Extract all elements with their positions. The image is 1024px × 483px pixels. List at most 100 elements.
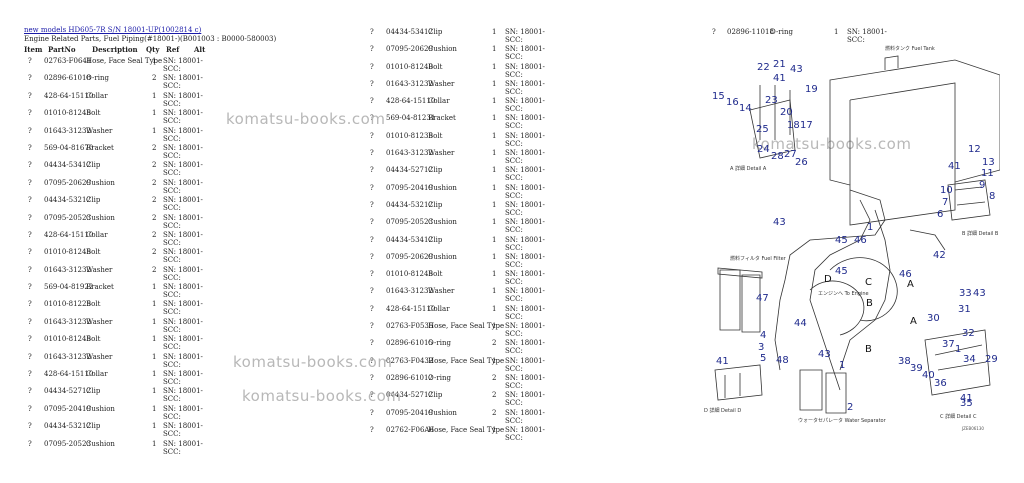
callout-number: 34: [963, 354, 976, 365]
item-cell: ?: [28, 335, 32, 344]
table-header: Item PartNo Description Qty Ref Alt: [24, 45, 354, 54]
callout-number: 38: [898, 356, 911, 367]
qty-cell: 1: [492, 62, 497, 71]
description-cell: Clip: [86, 161, 101, 170]
item-cell: ?: [28, 422, 32, 431]
callout-number: 2: [847, 402, 853, 413]
partno-cell: 04434-53412: [44, 161, 91, 170]
serial-cell: SN: 18001-SCC:: [505, 45, 545, 62]
serial-cell: SN: 18001-SCC:: [505, 79, 545, 96]
partno-cell: 01643-31232: [386, 149, 433, 158]
qty-cell: 1: [152, 352, 157, 361]
partno-cell: 02763-F0535: [386, 322, 434, 331]
serial-cell: SN: 18001-SCC:: [163, 439, 203, 456]
detail-c-fitting: [934, 344, 987, 371]
qty-cell: 1: [492, 322, 497, 331]
callout-number: 4: [760, 330, 766, 341]
item-cell: ?: [28, 178, 32, 187]
col-head-alt: Alt: [194, 45, 206, 54]
serial-cell: SN: 18001-SCC:: [163, 178, 203, 195]
description-cell: Clip: [86, 196, 101, 205]
item-cell: ?: [28, 370, 32, 379]
item-cell: ?: [370, 391, 374, 400]
jp-captions: 燃料タンク Fuel Tank A 詳細 Detail A B 詳細 Detai…: [704, 45, 999, 424]
serial-cell: SN: 18001-SCC:: [505, 373, 545, 390]
qty-cell: 1: [152, 91, 157, 100]
serial-cell: SN: 18001-SCC:: [505, 28, 545, 44]
qty-cell: 1: [152, 317, 157, 326]
qty-cell: 1: [152, 439, 157, 448]
partno-cell: 01643-31232: [386, 79, 433, 88]
callout-number: 42: [933, 250, 946, 261]
item-cell: ?: [370, 373, 374, 382]
fuel-tank-edge: [849, 82, 956, 182]
callout-number: 29: [985, 354, 998, 365]
qty-cell: 1: [492, 28, 497, 36]
serial-cell: SN: 18001-SCC:: [505, 183, 545, 200]
item-cell: ?: [28, 300, 32, 309]
watermark: komatsu-books.com: [226, 110, 386, 128]
description-cell: Collar: [86, 230, 108, 239]
callout-number: 41: [948, 161, 961, 172]
callout-number: 27: [784, 149, 797, 160]
item-cell: ?: [370, 425, 374, 434]
fuel-tank-outline: [829, 59, 1000, 226]
col-head-item: Item: [24, 45, 43, 54]
caption-detail-b: B 詳細 Detail B: [962, 230, 999, 237]
qty-cell: 2: [152, 196, 157, 205]
serial-cell: SN: 18001-SCC:: [505, 408, 545, 425]
qty-cell: 1: [492, 79, 497, 88]
description-cell: Cushion: [428, 408, 457, 417]
item-cell: ?: [370, 218, 374, 227]
callout-number: 17: [800, 120, 813, 131]
item-cell: ?: [370, 79, 374, 88]
description-cell: Washer: [86, 126, 113, 135]
caption-fuel-filter: 燃料フィルタ Fuel Filter: [730, 255, 787, 262]
model-link[interactable]: new models HD605-7R S/N 18001-UP(1002814…: [24, 26, 202, 34]
serial-cell: SN: 18001-SCC:: [163, 109, 203, 126]
callout-number: 3: [758, 342, 764, 353]
partno-cell: 04434-52712: [386, 166, 433, 175]
partno-cell: 01010-81245: [44, 248, 91, 257]
partno-cell: 01643-31232: [44, 265, 91, 274]
qty-cell: 1: [492, 183, 497, 192]
serial-cell: SN: 18001-SCC:: [163, 196, 203, 213]
item-cell: ?: [370, 166, 374, 175]
description-cell: Cushion: [86, 178, 115, 187]
fuel-pipe: [809, 280, 865, 336]
qty-cell: 1: [152, 404, 157, 413]
qty-cell: 2: [152, 161, 157, 170]
callout-number: 1: [839, 360, 845, 371]
description-cell: Washer: [428, 79, 455, 88]
item-cell: ?: [370, 28, 374, 36]
serial-cell: SN: 18001-SCC:: [505, 149, 545, 166]
serial-cell: SN: 18001-SCC:: [505, 425, 545, 442]
detail-a-fitting: [759, 85, 791, 140]
partno-cell: 04434-53412: [386, 235, 433, 244]
item-cell: ?: [370, 62, 374, 71]
serial-cell: SN: 18001-SCC:: [163, 422, 203, 439]
detail-b-fitting: [954, 186, 986, 206]
callout-number: 18: [787, 120, 800, 131]
item-cell: ?: [370, 149, 374, 158]
item-cell: ?: [712, 28, 716, 36]
partno-cell: 04434-53212: [386, 200, 433, 209]
qty-cell: 1: [492, 114, 497, 123]
description-cell: Clip: [428, 28, 443, 36]
item-cell: ?: [28, 74, 32, 83]
partno-cell: 07095-20629: [386, 45, 433, 54]
callout-number: 25: [756, 124, 769, 135]
qty-cell: 1: [152, 300, 157, 309]
